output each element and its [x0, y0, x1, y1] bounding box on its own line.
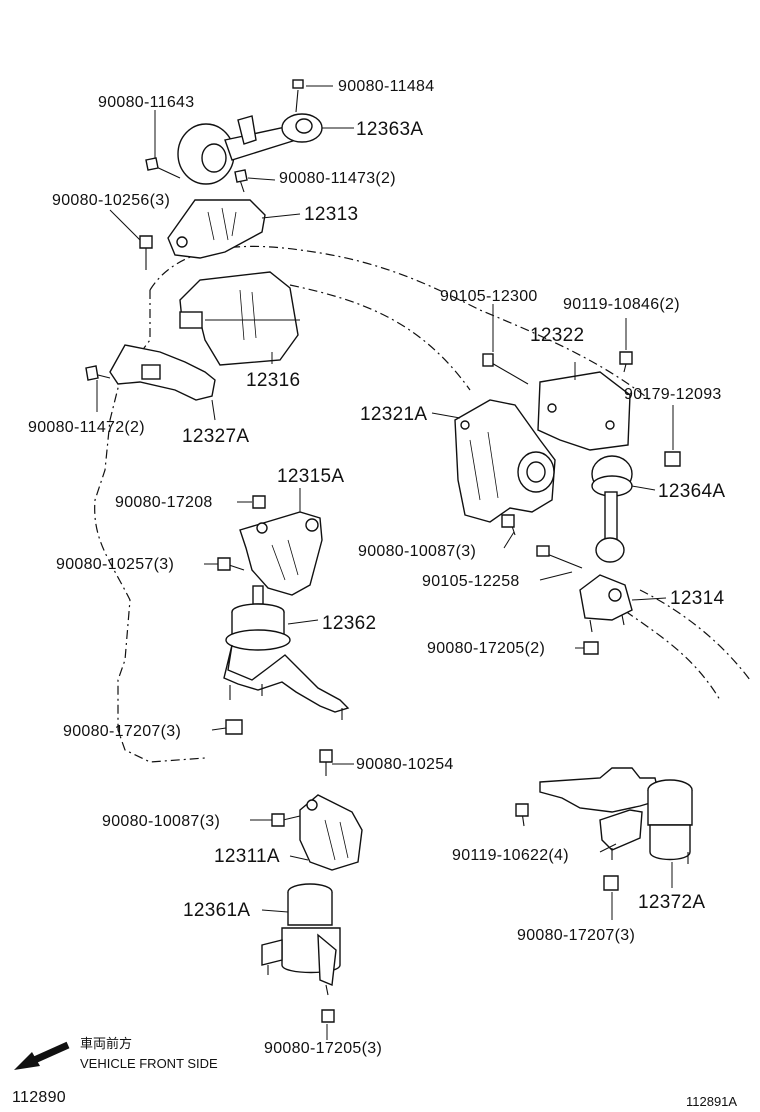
torque-rod-12363A — [145, 79, 323, 193]
label-90080-17208: 90080-17208 — [115, 494, 213, 511]
label-90105-12300: 90105-12300 — [440, 288, 538, 305]
label-90080-11484: 90080-11484 — [338, 78, 434, 95]
front-direction-legend: 車両前方 VEHICLE FRONT SIDE — [14, 1036, 218, 1071]
label-90080-17207-a: 90080-17207(3) — [63, 723, 181, 740]
label-12311A: 12311A — [214, 846, 280, 867]
label-12361A: 12361A — [183, 900, 250, 921]
bracket-12321A — [454, 399, 556, 536]
label-90105-12258: 90105-12258 — [422, 573, 520, 590]
label-90080-17205-a: 90080-17205(2) — [427, 640, 545, 657]
label-90119-10846: 90119-10846(2) — [563, 296, 680, 313]
label-90080-11472: 90080-11472(2) — [28, 419, 145, 436]
label-90080-17205-b: 90080-17205(3) — [264, 1040, 382, 1057]
label-12315A: 12315A — [277, 466, 344, 487]
bracket-12311A — [271, 749, 363, 871]
label-12314: 12314 — [670, 588, 724, 609]
label-90080-10087-a: 90080-10087(3) — [358, 543, 476, 560]
label-90080-10254: 90080-10254 — [356, 756, 454, 773]
diagram-code-left: 112890 — [12, 1089, 66, 1106]
label-90080-17207-b: 90080-17207(3) — [517, 927, 635, 944]
mount-12362 — [223, 585, 350, 735]
bracket-12322 — [482, 351, 681, 467]
bracket-12313 — [139, 199, 266, 270]
bracket-12315A — [217, 495, 323, 596]
rod-12364A — [536, 455, 633, 569]
label-12363A: 12363A — [356, 119, 423, 140]
label-90080-11643: 90080-11643 — [98, 94, 194, 111]
label-90080-10256: 90080-10256(3) — [52, 192, 170, 209]
label-12321A: 12321A — [360, 404, 427, 425]
label-12322: 12322 — [530, 325, 584, 346]
label-12364A: 12364A — [658, 481, 725, 502]
bracket-12314 — [579, 574, 633, 655]
label-90080-11473: 90080-11473(2) — [279, 170, 396, 187]
label-12327A: 12327A — [182, 426, 249, 447]
mount-12361A — [261, 883, 341, 1023]
part-labels: 90080-11484 90080-11643 12363A 90080-114… — [28, 78, 725, 1057]
label-90080-10087-b: 90080-10087(3) — [102, 813, 220, 830]
label-12372A: 12372A — [638, 892, 705, 913]
front-arrow-icon — [14, 1041, 70, 1070]
label-12362: 12362 — [322, 613, 376, 634]
mount-12372A — [515, 767, 693, 891]
label-12313: 12313 — [304, 204, 358, 225]
label-90179-12093: 90179-12093 — [624, 386, 722, 403]
diagram-code-right: 112891A — [686, 1094, 737, 1109]
leader-lines — [96, 85, 674, 1040]
direction-label-en: VEHICLE FRONT SIDE — [80, 1056, 218, 1071]
direction-label-jp: 車両前方 — [80, 1036, 132, 1051]
label-12316: 12316 — [246, 370, 300, 391]
label-90080-10257: 90080-10257(3) — [56, 556, 174, 573]
insulator-12316 — [179, 271, 300, 366]
bracket-12327A — [85, 344, 216, 401]
label-90119-10622: 90119-10622(4) — [452, 847, 569, 864]
